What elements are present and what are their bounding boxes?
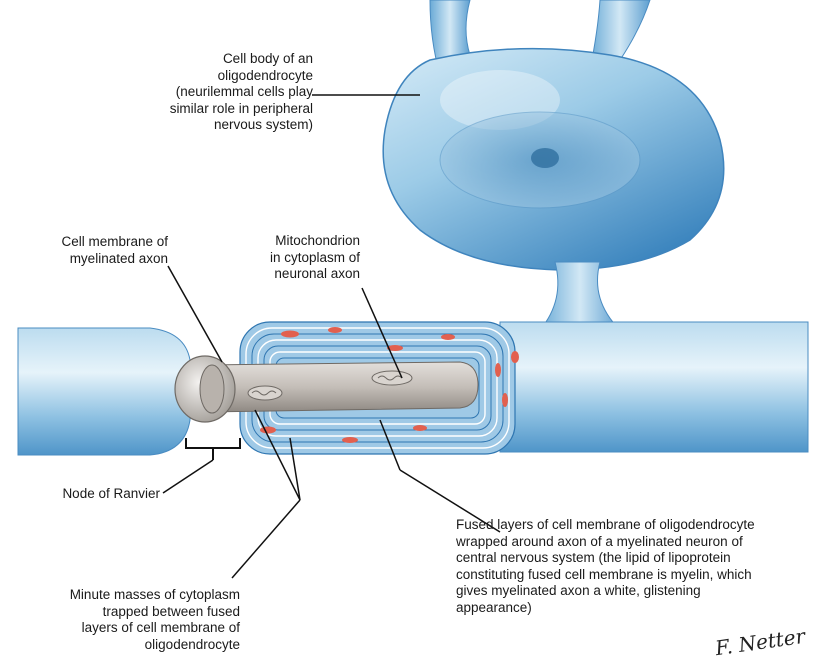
oligodendrocyte-cell-body xyxy=(383,49,724,270)
label-minute-masses: Minute masses of cytoplasm trapped betwe… xyxy=(20,587,240,653)
oligodendrocyte-process-to-sheath xyxy=(540,262,620,330)
label-mitochondrion: Mitochondrion in cytoplasm of neuronal a… xyxy=(240,233,360,283)
node-of-ranvier-shape xyxy=(175,356,235,422)
axon xyxy=(205,362,478,412)
label-cell-body: Cell body of an oligodendrocyte (neurile… xyxy=(93,51,313,134)
right-myelin-segment xyxy=(500,322,808,452)
label-fused-layers: Fused layers of cell membrane of oligode… xyxy=(456,517,801,616)
left-myelin-segment xyxy=(18,328,190,455)
nucleus xyxy=(440,112,640,208)
label-cell-membrane: Cell membrane of myelinated axon xyxy=(28,234,168,267)
label-node-of-ranvier: Node of Ranvier xyxy=(20,486,160,503)
node-bracket xyxy=(186,438,240,460)
